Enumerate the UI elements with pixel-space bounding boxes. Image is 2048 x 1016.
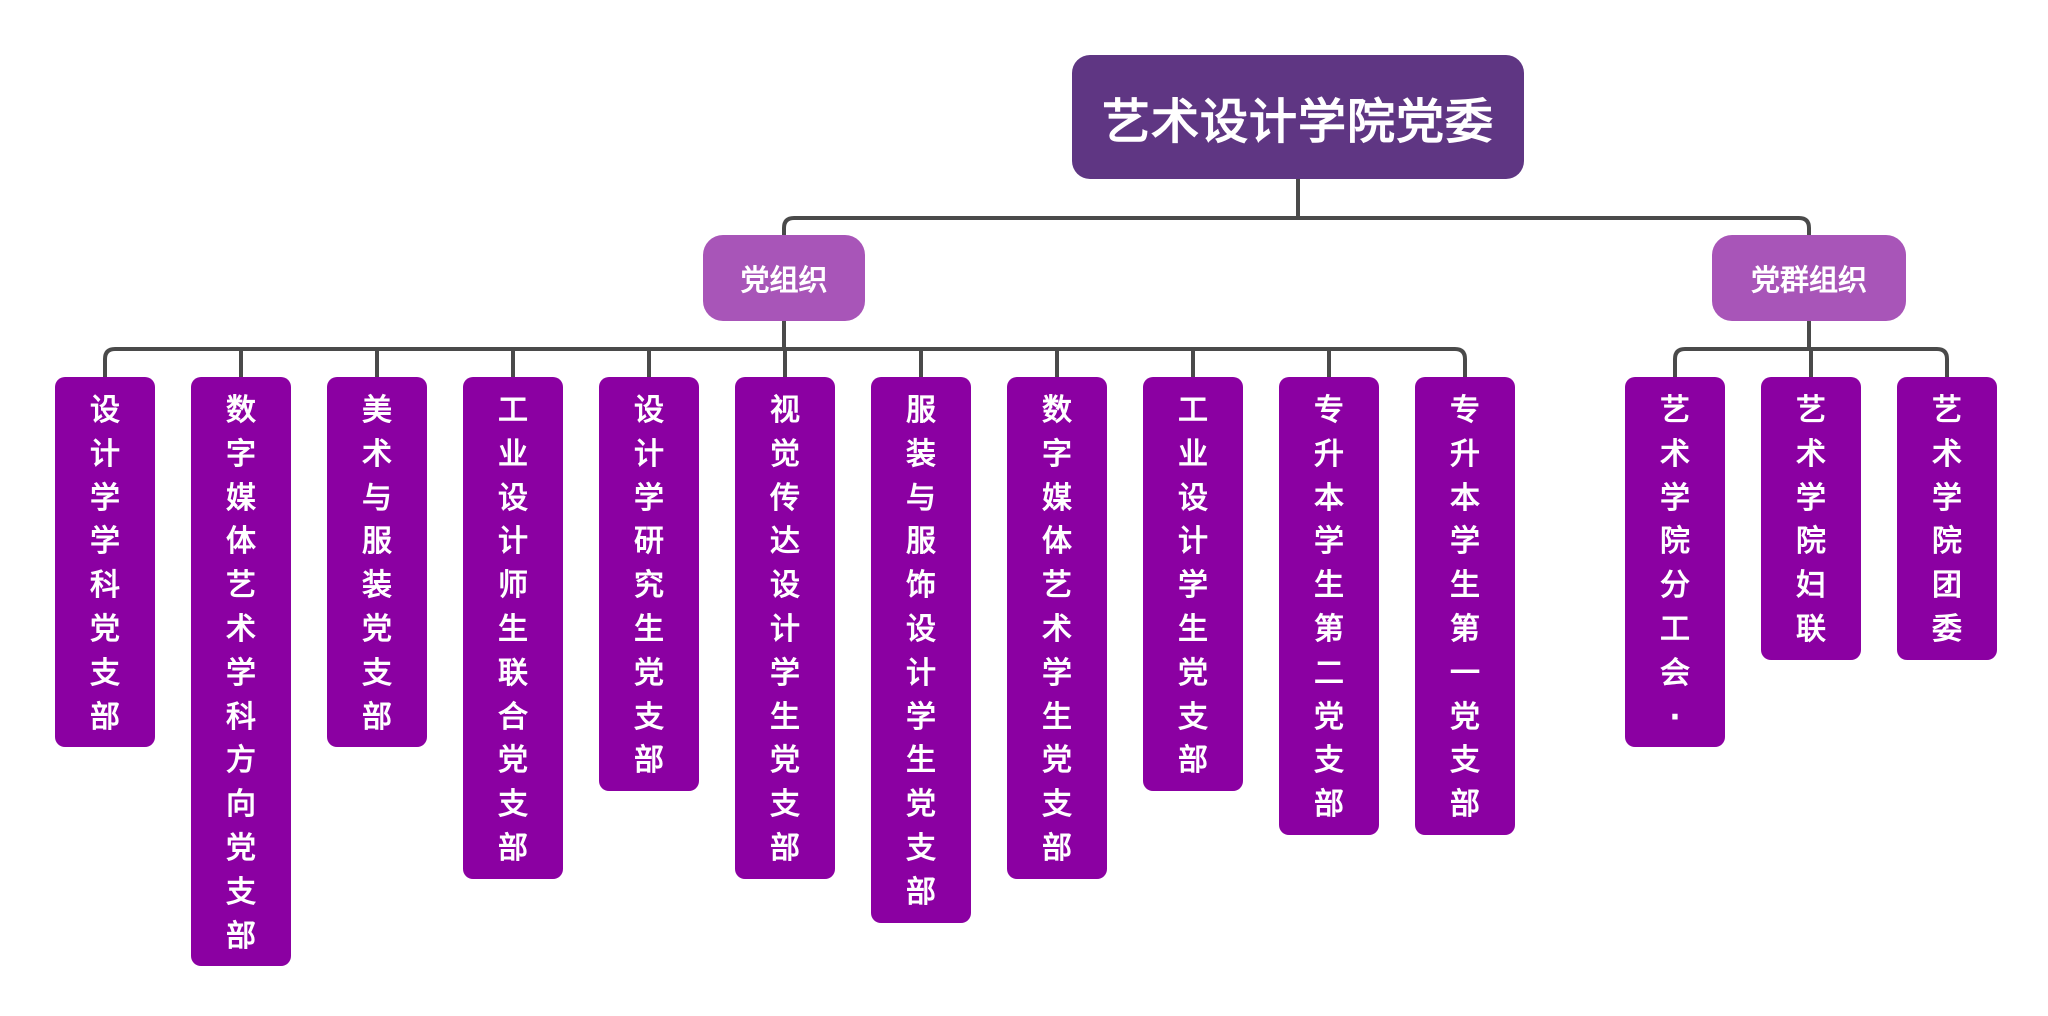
leaf-node: 美术与服装党支部 [327, 377, 427, 748]
leaf-node: 专升本学生第二党支部 [1279, 377, 1379, 835]
category-node-mass-organization: 党群组织 [1712, 235, 1906, 321]
leaf-node: 艺术学院妇联 [1761, 377, 1861, 660]
leaf-node: 工业设计学生党支部 [1143, 377, 1243, 792]
category-node-party-organization: 党组织 [703, 235, 865, 321]
connector-root-bus [782, 216, 1811, 237]
leaf-node: 数字媒体艺术学生党支部 [1007, 377, 1107, 879]
root-label: 艺术设计学院党委 [1101, 94, 1494, 150]
leaf-node: 设计学学科党支部 [55, 377, 155, 748]
leaf-node: 艺术学院分工会· [1625, 377, 1725, 748]
leaf-node: 专升本学生第一党支部 [1415, 377, 1515, 835]
category-label: 党组织 [740, 263, 828, 297]
leaf-node: 设计学研究生党支部 [599, 377, 699, 792]
leaf-node: 工业设计师生联合党支部 [463, 377, 563, 879]
leaf-node: 服装与服饰设计学生党支部 [871, 377, 971, 923]
root-node: 艺术设计学院党委 [1072, 55, 1524, 179]
category-label: 党群组织 [1750, 263, 1867, 297]
leaf-node: 数字媒体艺术学科方向党支部 [191, 377, 291, 967]
leaf-node: 艺术学院团委 [1897, 377, 1997, 660]
leaf-node: 视觉传达设计学生党支部 [735, 377, 835, 879]
